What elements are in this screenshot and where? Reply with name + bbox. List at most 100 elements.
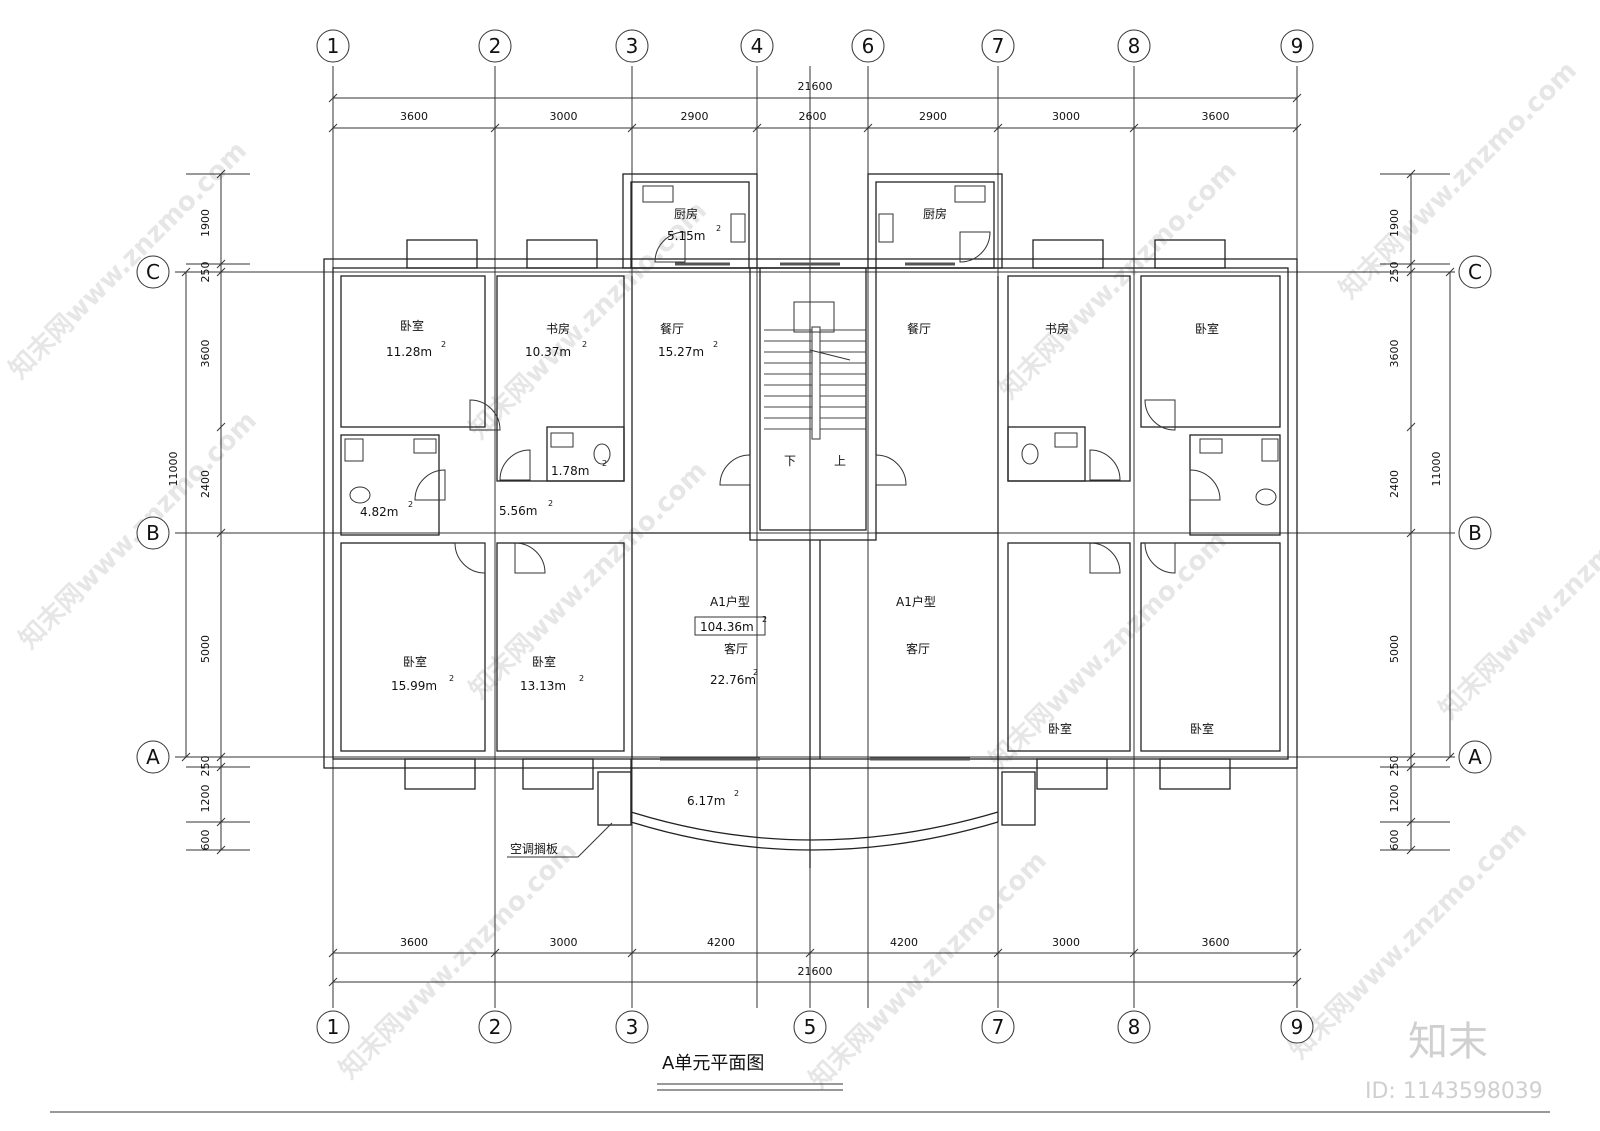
dimension-label: 250 (199, 756, 212, 777)
dimension-label: 4200 (707, 936, 735, 949)
door-swing (1144, 542, 1176, 574)
room-label: 书房 (1045, 321, 1069, 336)
stair-landing (793, 301, 835, 333)
stair-label: 下 (784, 454, 796, 468)
door-swing (1144, 399, 1176, 431)
grid-bubble-label: 4 (751, 34, 764, 58)
watermark-text: 知末网www.znzmo.com (1334, 56, 1583, 305)
stair-core-inner (759, 267, 867, 531)
grid-bubble-circle (851, 29, 885, 63)
bay-window (404, 758, 476, 790)
grid-bubble-label: 2 (489, 34, 502, 58)
grid-bubble-circle (1458, 255, 1492, 289)
dimension-label: 1200 (199, 785, 212, 813)
dimension-tick (328, 948, 338, 958)
superscript: 2 (449, 674, 454, 683)
dimension-tick (490, 123, 500, 133)
door-swing (414, 469, 446, 501)
superscript: 2 (408, 500, 413, 509)
dimension-label: 3000 (550, 110, 578, 123)
grid-bubble-label: 3 (626, 1015, 639, 1039)
image-id: ID: 1143598039 (1365, 1079, 1543, 1104)
bay-window (406, 239, 478, 269)
grid-bubble-label: 3 (626, 34, 639, 58)
unit-label: A1户型 (896, 594, 936, 609)
grid-bubble-circle (478, 29, 512, 63)
toilet (349, 486, 371, 504)
grid-bubble-label: A (146, 745, 160, 769)
grid-bubble: 8 (1117, 1010, 1151, 1044)
grid-bubble-label: 6 (862, 34, 875, 58)
grid-bubble-label: 1 (327, 34, 340, 58)
grid-bubble-circle (615, 1010, 649, 1044)
wc-right-wall (1007, 426, 1086, 482)
grid-bubble-label: C (146, 260, 160, 284)
grid-bubble-label: 9 (1291, 34, 1304, 58)
brand-logo: 知末 (1408, 1019, 1488, 1065)
grid-bubble: 5 (793, 1010, 827, 1044)
grid-bubble-label: 5 (804, 1015, 817, 1039)
shower (344, 438, 364, 462)
door-swing (875, 454, 907, 486)
leader-line (577, 822, 613, 858)
door-swing (719, 454, 751, 486)
grid-bubble-label: 7 (992, 1015, 1005, 1039)
washbasin (550, 432, 574, 448)
door-swing (959, 231, 991, 263)
dimension-label: 3000 (1052, 110, 1080, 123)
dimension-tick (752, 123, 762, 133)
door-swing (514, 542, 546, 574)
dimension-label: 250 (1388, 262, 1401, 283)
superscript: 2 (734, 789, 739, 798)
room-label: 卧室 (403, 654, 427, 669)
washbasin (413, 438, 437, 454)
dimension-label: 2900 (919, 110, 947, 123)
grid-bubble-label: C (1468, 260, 1482, 284)
grid-bubble: 4 (740, 29, 774, 63)
grid-bubble-circle (316, 1010, 350, 1044)
dimension-tick (328, 977, 338, 987)
dimension-label: 2900 (681, 110, 709, 123)
room-label: 厨房 (674, 206, 698, 221)
grid-bubble-circle (740, 29, 774, 63)
unit-label: A1户型 (710, 594, 750, 609)
grid-axis-lines (175, 66, 1455, 1008)
dimension-label: 5000 (1388, 635, 1401, 663)
dimension-label: 3600 (199, 340, 212, 368)
room-area: 4.82m (360, 505, 398, 519)
dimension-label: 600 (199, 830, 212, 851)
bedroom-bottom-left-wall (340, 542, 486, 752)
bay-window (1154, 239, 1226, 269)
watermark-text: 知末网www.znzmo.com (994, 156, 1243, 405)
bathroom-left-wall (340, 434, 440, 536)
dimension-tick (1292, 977, 1302, 987)
room-label: 卧室 (1048, 721, 1072, 736)
stair-core-wall (749, 267, 877, 541)
grid-bubble: A (136, 740, 170, 774)
room-label: 餐厅 (660, 321, 684, 336)
grid-bubble: 1 (316, 29, 350, 63)
dimension-label: 3600 (1388, 340, 1401, 368)
dimension-label: 3600 (400, 110, 428, 123)
dimension-label: 1900 (1388, 209, 1401, 237)
dimension-label: 2600 (799, 110, 827, 123)
dimension-label: 4200 (890, 936, 918, 949)
grid-bubble-circle (1458, 740, 1492, 774)
grid-bubble: 1 (316, 1010, 350, 1044)
grid-bubble: B (1458, 516, 1492, 550)
room-label: 厨房 (923, 206, 947, 221)
grid-bubble-circle (1280, 29, 1314, 63)
washbasin (1054, 432, 1078, 448)
grid-bubble-circle (981, 29, 1015, 63)
unit-area: 104.36m (700, 620, 754, 634)
door-swing (1189, 469, 1221, 501)
grid-bubble: 2 (478, 1010, 512, 1044)
bay-window (526, 239, 598, 269)
room-area: 15.27m (658, 345, 704, 359)
bedroom-bottom-right-wall (1140, 542, 1281, 752)
unit-area-box (694, 616, 766, 636)
grid-bubble-label: 1 (327, 1015, 340, 1039)
